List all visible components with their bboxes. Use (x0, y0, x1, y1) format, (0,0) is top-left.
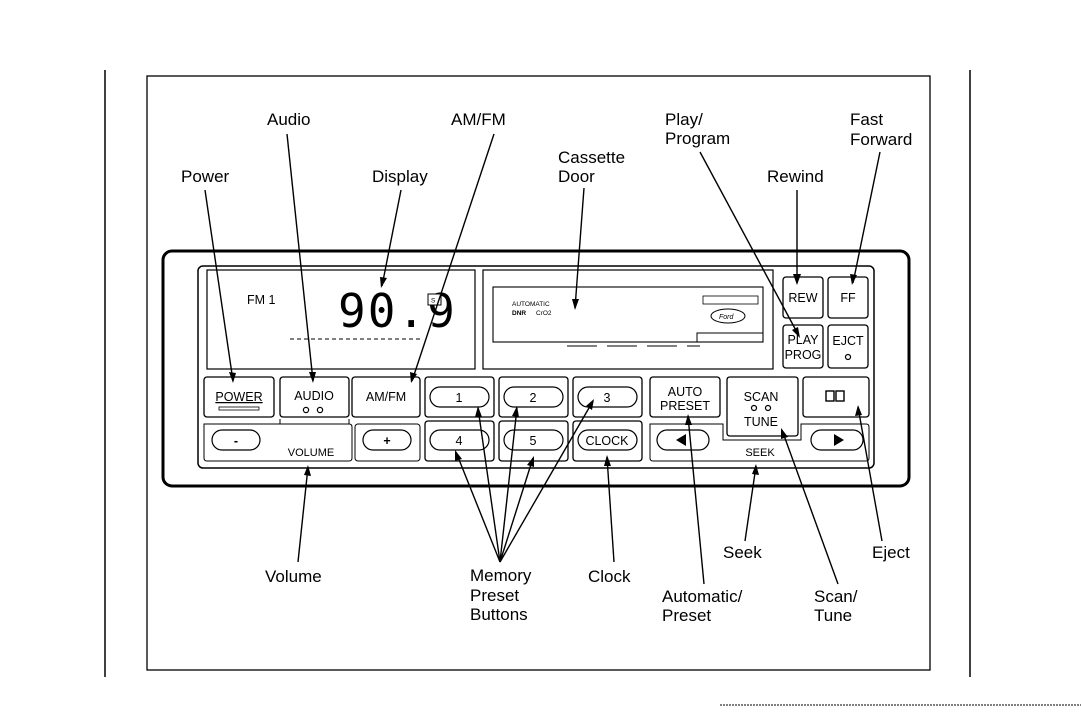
scan-indicator-right (766, 406, 771, 411)
callout-eject: Eject (872, 543, 910, 562)
callout-scan-tune-1: Scan/ (814, 587, 858, 606)
preset-4-label: 4 (456, 434, 463, 448)
callout-am-fm: AM/FM (451, 110, 506, 129)
display-frequency: 90.9 (338, 284, 457, 338)
radio-unit: FM 1 90.9 S AUTOMATIC DNR CrO2 Ford REW … (163, 251, 909, 486)
audio-indicator-right (317, 407, 322, 412)
callout-automatic-preset-1: Automatic/ (662, 587, 743, 606)
preset-2-label: 2 (530, 391, 537, 405)
callout-play-program-2: Program (665, 129, 730, 148)
callout-scan-tune-2: Tune (814, 606, 852, 625)
eject-indicator-dot (846, 355, 851, 360)
cassette-door[interactable]: AUTOMATIC DNR CrO2 Ford (483, 270, 773, 369)
ford-logo-text: Ford (719, 314, 735, 321)
auto-preset-label-2: PRESET (660, 399, 710, 413)
stereo-indicator: S (431, 298, 436, 305)
preset-1-label: 1 (456, 391, 463, 405)
volume-label: VOLUME (288, 447, 334, 459)
volume-down-label: - (234, 434, 238, 448)
preset-5-label: 5 (530, 434, 537, 448)
play-prog-label-2: PROG (785, 348, 822, 362)
callout-cassette-door-1: Cassette (558, 148, 625, 167)
scan-indicator-left (752, 406, 757, 411)
cassette-cro2-label: CrO2 (536, 310, 552, 317)
seek-label: SEEK (745, 447, 775, 459)
volume-up-label: + (383, 434, 390, 448)
power-label: POWER (215, 390, 262, 404)
scan-label: SCAN (744, 390, 779, 404)
cassette-dnr-label: DNR (512, 310, 526, 317)
display-band: FM 1 (247, 293, 276, 307)
callout-power: Power (181, 167, 230, 186)
callout-cassette-door-2: Door (558, 167, 595, 186)
clock-label: CLOCK (585, 434, 629, 448)
auto-preset-label-1: AUTO (668, 385, 703, 399)
callout-automatic-preset-2: Preset (662, 606, 711, 625)
am-fm-label: AM/FM (366, 390, 406, 404)
cassette-automatic-label: AUTOMATIC (512, 301, 550, 308)
callout-audio: Audio (267, 110, 310, 129)
preset-3-label: 3 (604, 391, 611, 405)
eject-label: EJCT (832, 334, 864, 348)
callout-memory-preset-1: Memory (470, 566, 532, 585)
callout-seek: Seek (723, 543, 762, 562)
callout-memory-preset-3: Buttons (470, 605, 528, 624)
rew-label: REW (788, 291, 817, 305)
ff-label: FF (840, 291, 856, 305)
callout-memory-preset-2: Preset (470, 586, 519, 605)
callout-fast-forward-1: Fast (850, 110, 883, 129)
audio-label: AUDIO (294, 389, 334, 403)
callout-clock: Clock (588, 567, 631, 586)
tune-label: TUNE (744, 415, 778, 429)
callout-volume: Volume (265, 567, 322, 586)
play-prog-label-1: PLAY (787, 333, 819, 347)
cassette-indicator-strip (703, 296, 758, 304)
power-indicator-bar (219, 407, 259, 410)
audio-indicator-left (303, 407, 308, 412)
callout-display: Display (372, 167, 428, 186)
callout-fast-forward-2: Forward (850, 130, 912, 149)
callout-play-program-1: Play/ (665, 110, 703, 129)
callout-rewind: Rewind (767, 167, 824, 186)
